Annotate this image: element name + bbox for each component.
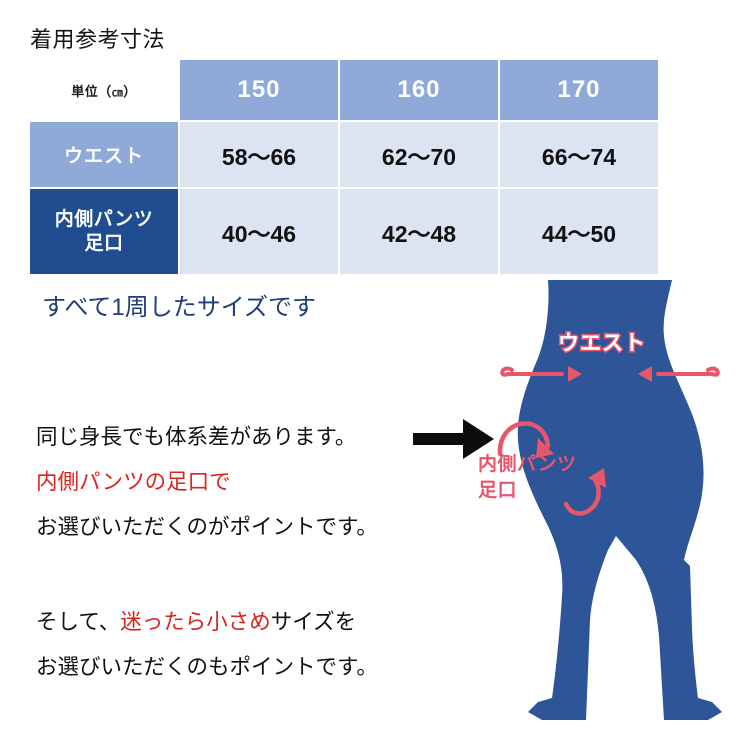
waist-measure-arrows	[500, 366, 720, 377]
copy-segment-highlight: 迷ったら小さめ	[120, 610, 271, 634]
cell-waist-160: 62〜70	[340, 122, 498, 187]
table-row: 内側パンツ 足口 40〜46 42〜48 44〜50	[30, 189, 658, 274]
copy-line: お選びいただくのもポイントです。	[36, 655, 378, 679]
copy-line: そして、迷ったら小さめサイズを	[36, 600, 378, 645]
copy-block-1: 同じ身長でも体系差があります。 内側パンツの足口で お選びいただくのがポイントで…	[36, 415, 378, 550]
copy-line-highlight: 内側パンツの足口で	[36, 470, 231, 494]
unit-label-cell: 単位（㎝）	[30, 60, 178, 120]
column-header-160: 160	[340, 60, 498, 120]
table-row: ウエスト 58〜66 62〜70 66〜74	[30, 122, 658, 187]
table-note: すべて1周したサイズです	[42, 294, 316, 321]
unit-label-small: ㎝	[111, 86, 124, 99]
cell-waist-150: 58〜66	[180, 122, 338, 187]
cell-waist-170: 66〜74	[500, 122, 658, 187]
pants-silhouette	[517, 280, 722, 720]
copy-segment: そして、	[36, 610, 121, 634]
right-arrow-icon	[413, 419, 494, 459]
cell-hem-160: 42〜48	[340, 189, 498, 274]
copy-block-2: そして、迷ったら小さめサイズを お選びいただくのもポイントです。	[36, 600, 378, 690]
lower-body-illustration	[497, 280, 722, 720]
column-header-170: 170	[500, 60, 658, 120]
cell-hem-170: 44〜50	[500, 189, 658, 274]
column-header-150: 150	[180, 60, 338, 120]
page-title: 着用参考寸法	[30, 27, 166, 52]
copy-segment: サイズを	[270, 610, 357, 634]
waist-arrowheads	[568, 366, 652, 382]
row-header-inner-pants-hem: 内側パンツ 足口	[30, 189, 178, 274]
copy-line: お選びいただくのがポイントです。	[36, 515, 378, 539]
unit-label-main: 単位（	[71, 83, 112, 99]
table-header-row: 単位（㎝） 150 160 170	[30, 60, 658, 120]
cell-hem-150: 40〜46	[180, 189, 338, 274]
row-header-line-2: 足口	[84, 232, 124, 254]
copy-line: 同じ身長でも体系差があります。	[36, 425, 357, 449]
unit-label-end: ）	[123, 83, 137, 99]
row-header-line-1: 内側パンツ	[54, 209, 154, 231]
hem-arrowheads	[536, 438, 606, 488]
hem-measure-arrows	[497, 421, 601, 516]
size-table: 単位（㎝） 150 160 170 ウエスト 58〜66 62〜70 66〜74…	[28, 58, 660, 276]
row-header-waist: ウエスト	[30, 122, 178, 187]
